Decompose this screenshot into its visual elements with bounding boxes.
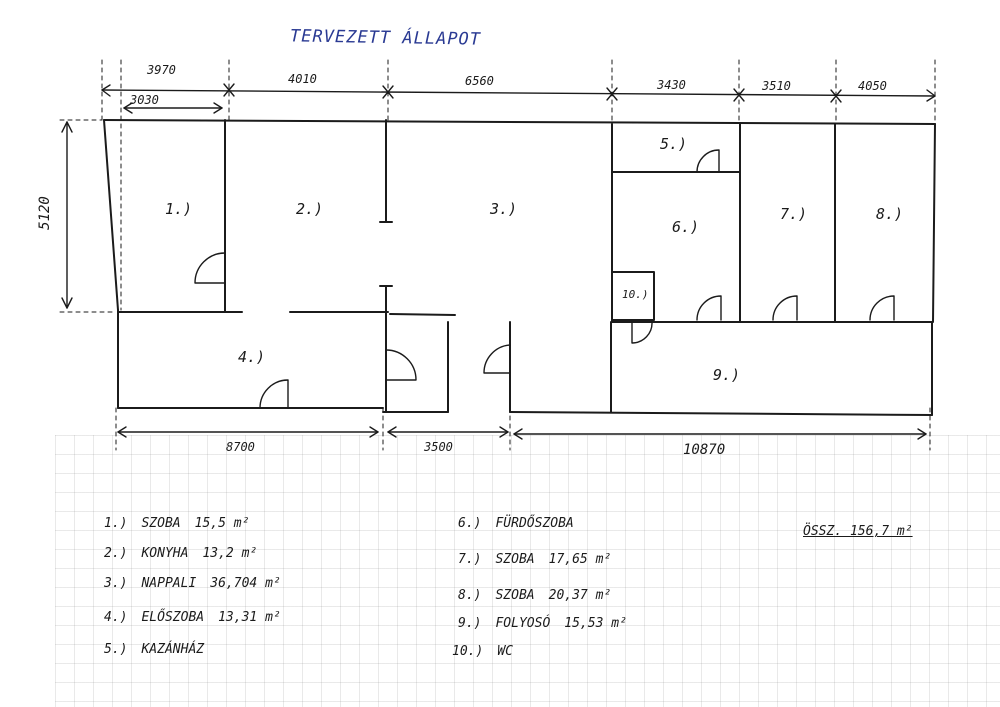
dim-top-6: 4050	[858, 79, 887, 93]
room-label-2: 2.)	[296, 200, 324, 218]
dim-top-3: 6560	[465, 74, 494, 88]
room-label-3: 3.)	[490, 200, 518, 218]
dimension-lines	[61, 83, 936, 440]
dim-bottom-1: 8700	[226, 440, 255, 454]
dim-top-5: 3510	[762, 79, 791, 93]
room-label-5: 5.)	[660, 135, 688, 153]
graph-paper-grid	[55, 435, 1000, 707]
dim-top-1: 3970	[147, 63, 176, 77]
door-swings	[194, 149, 895, 409]
dim-top-4: 3430	[657, 78, 686, 92]
room-label-7: 7.)	[780, 205, 808, 223]
dim-top-inner: 3030	[130, 93, 159, 107]
walls	[103, 119, 936, 416]
dim-bottom-2: 3500	[424, 440, 453, 454]
room-label-4: 4.)	[238, 348, 266, 366]
room-label-8: 8.)	[876, 205, 904, 223]
room-label-9: 9.)	[713, 366, 741, 384]
dim-left: 5120	[36, 196, 53, 230]
dim-top-2: 4010	[288, 72, 317, 86]
room-label-6: 6.)	[672, 218, 700, 236]
legend-item: 6.)FÜRDŐSZOBA	[458, 516, 574, 531]
construction-lines	[59, 59, 936, 451]
dim-bottom-3: 10870	[683, 442, 726, 458]
legend-item: 10.)WC	[452, 644, 513, 659]
room-label-1: 1.)	[165, 200, 193, 218]
room-label-10: 10.)	[622, 288, 649, 301]
legend-item: 5.)KAZÁNHÁZ	[104, 642, 205, 657]
total-area: ÖSSZ. 156,7 m²	[803, 524, 913, 539]
